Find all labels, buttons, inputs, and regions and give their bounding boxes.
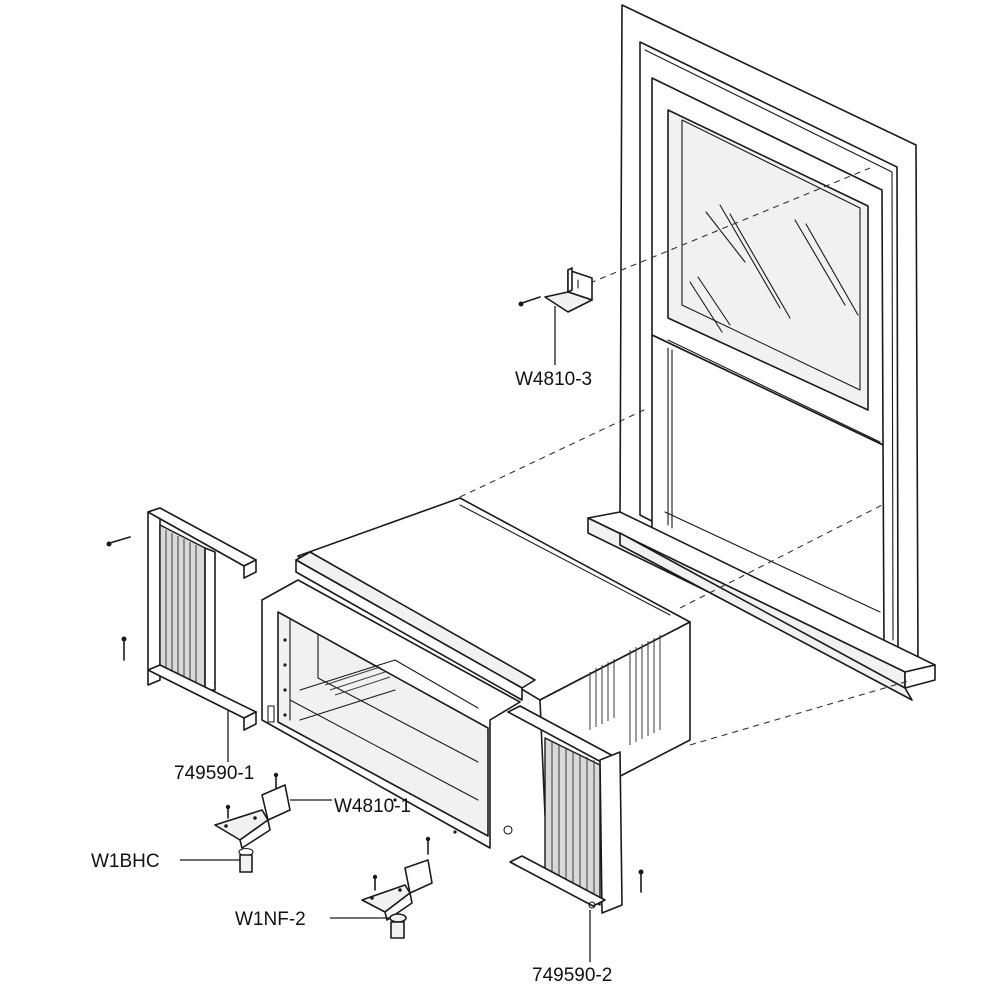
top-bracket-w4810-3 bbox=[518, 267, 593, 365]
label-749590-2: 749590-2 bbox=[532, 965, 613, 986]
cabinet-opening bbox=[277, 611, 489, 837]
alignment-lines bbox=[459, 167, 913, 746]
label-749590-1: 749590-1 bbox=[174, 763, 255, 784]
side-grille bbox=[589, 635, 661, 745]
window bbox=[587, 4, 936, 701]
window-upper-glass bbox=[667, 109, 869, 411]
label-w1nf-2: W1NF-2 bbox=[235, 909, 306, 930]
right-panel-frame bbox=[599, 751, 623, 914]
label-w4810-3: W4810-3 bbox=[515, 369, 593, 390]
ac-cabinet bbox=[261, 497, 691, 849]
label-w1bhc: W1BHC bbox=[91, 851, 160, 872]
lower-bracket-right bbox=[330, 836, 433, 939]
label-w4810-1: W4810-1 bbox=[334, 796, 412, 817]
left-panel-accordion bbox=[159, 524, 206, 691]
lower-bracket-w4810-1 bbox=[180, 772, 332, 873]
left-side-panel bbox=[106, 507, 257, 762]
right-side-panel bbox=[507, 705, 644, 962]
